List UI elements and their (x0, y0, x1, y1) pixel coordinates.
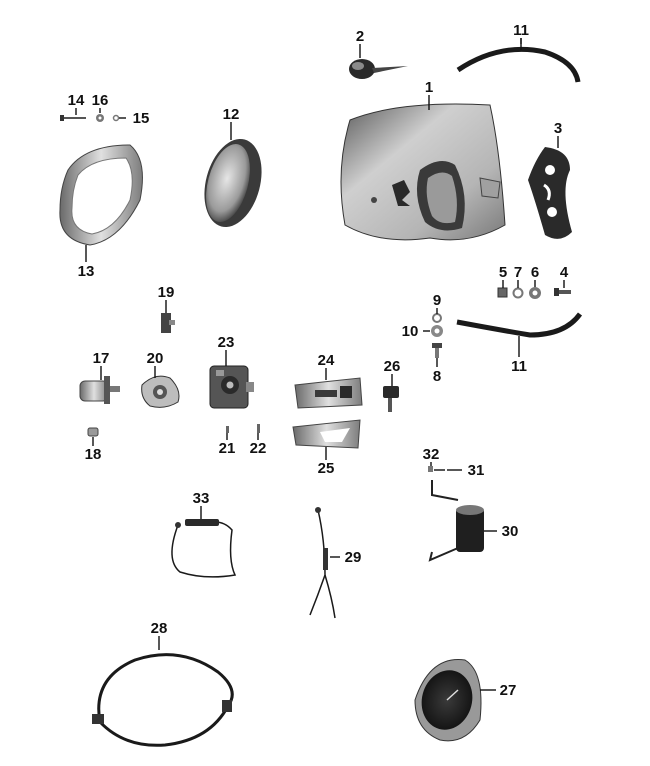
callout-3: 3 (554, 120, 562, 137)
callout-2: 2 (356, 28, 364, 45)
callout-16: 16 (92, 92, 109, 109)
callout-31: 31 (468, 462, 485, 479)
callout-14: 14 (68, 92, 85, 109)
callout-11-top: 11 (513, 22, 529, 39)
headlamp-insert-icon (204, 138, 262, 228)
callout-19: 19 (158, 284, 175, 301)
nut-icon (428, 466, 433, 472)
callout-29: 29 (345, 549, 362, 566)
screw-icon (60, 115, 86, 121)
callout-25: 25 (318, 460, 335, 477)
callout-32: 32 (423, 446, 440, 463)
callout-28: 28 (151, 620, 168, 637)
callout-13: 13 (78, 263, 95, 280)
wiring-harness-icon (309, 507, 336, 619)
ignition-coil-icon (428, 480, 484, 562)
connector-icon (161, 313, 175, 333)
callout-8: 8 (433, 368, 441, 385)
screw-icon (554, 288, 571, 296)
ring-icon (112, 114, 120, 122)
callout-33: 33 (193, 490, 210, 507)
callout-18: 18 (85, 446, 102, 463)
washer-icon (512, 287, 524, 299)
cable-icon (171, 519, 237, 578)
washer-icon (96, 114, 104, 122)
bulb-socket-icon (79, 376, 120, 404)
pin-icon (226, 426, 229, 433)
washer-icon (432, 313, 442, 323)
callout-17: 17 (93, 350, 110, 367)
callout-9: 9 (433, 292, 441, 309)
callout-12: 12 (223, 106, 240, 123)
bolt-icon (432, 343, 442, 358)
callout-11-bottom: 11 (511, 358, 527, 375)
leader-lines (75, 38, 565, 691)
speedometer-icon (414, 659, 482, 742)
rubber-strip-icon (456, 46, 581, 83)
callout-27: 27 (500, 682, 517, 699)
callout-21: 21 (219, 440, 236, 457)
callout-22: 22 (250, 440, 267, 457)
headlight-shell-icon (340, 103, 506, 241)
rubber-strip-icon (456, 312, 583, 338)
callout-24: 24 (318, 352, 335, 369)
callout-7: 7 (514, 264, 522, 281)
bulb-holder-icon (141, 375, 180, 408)
nut-icon (497, 287, 508, 298)
cover-plate-icon (292, 419, 361, 449)
headlight-rim-icon (59, 144, 143, 246)
callout-30: 30 (502, 523, 519, 540)
ignition-key-icon (349, 59, 408, 79)
switch-knob-icon (383, 386, 399, 412)
callout-15: 15 (133, 110, 150, 127)
callout-labels: 1 2 3 4 5 6 7 8 9 10 11 11 12 13 14 15 1… (68, 22, 569, 699)
washer-icon (529, 287, 541, 299)
callout-1: 1 (425, 79, 433, 96)
washer-icon (431, 325, 443, 337)
callout-6: 6 (531, 264, 539, 281)
speedometer-cable-icon (92, 653, 234, 747)
callout-4: 4 (560, 264, 569, 281)
cover-plate-icon (294, 377, 363, 409)
callout-26: 26 (384, 358, 401, 375)
callout-5: 5 (499, 264, 507, 281)
mounting-bracket-icon (528, 147, 572, 239)
callout-23: 23 (218, 334, 235, 351)
ignition-switch-icon (209, 365, 254, 409)
callout-10: 10 (402, 323, 419, 340)
pin-icon (257, 424, 260, 433)
bulb-icon (87, 427, 99, 437)
callout-20: 20 (147, 350, 164, 367)
